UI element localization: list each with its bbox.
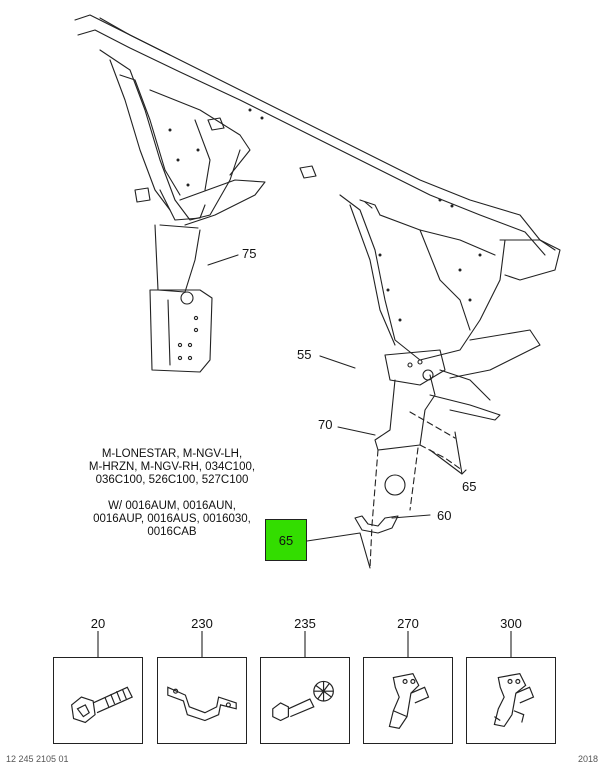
lower-extension-65 xyxy=(369,449,379,569)
thumbnail-part-300[interactable] xyxy=(466,657,556,744)
thumb-label-300: 300 xyxy=(500,616,522,631)
clamp-icon xyxy=(167,686,237,722)
thumb-label-230: 230 xyxy=(191,616,213,631)
note-line: M-HRZN, M-NGV-RH, 034C100, xyxy=(88,461,256,473)
note-line: W/ 0016AUM, 0016AUN, xyxy=(108,500,236,512)
thumbnail-part-235[interactable] xyxy=(260,657,350,744)
footer-drawing-number: 12 245 2105 01 xyxy=(6,754,69,764)
thumbnail-part-20[interactable] xyxy=(53,657,143,744)
callout-75[interactable]: 75 xyxy=(242,246,257,261)
right-mount-55 xyxy=(384,349,446,386)
bracket-icon xyxy=(388,672,430,729)
note-line: M-LONESTAR, M-NGV-LH, xyxy=(101,448,243,460)
thumb-label-235: 235 xyxy=(294,616,316,631)
thumbnail-part-230[interactable] xyxy=(157,657,247,744)
left-leg-75 xyxy=(154,224,201,293)
thumb-label-20: 20 xyxy=(90,616,106,631)
note-line: 0016AUP, 0016AUS, 0016030, xyxy=(93,513,251,525)
bolt-washer-icon xyxy=(272,680,334,722)
callout-60[interactable]: 60 xyxy=(437,508,452,523)
bracket-assembly-icon xyxy=(493,672,535,728)
thumbnail-part-270[interactable] xyxy=(363,657,453,744)
note-line: 0016CAB xyxy=(147,526,197,538)
thumb-label-270: 270 xyxy=(397,616,419,631)
highlighted-callout-65[interactable]: 65 xyxy=(265,519,307,561)
applicability-note: M-LONESTAR, M-NGV-LH, M-HRZN, M-NGV-RH, … xyxy=(62,448,282,539)
frame-arch xyxy=(74,14,556,251)
right-upright xyxy=(339,194,506,361)
footer-year: 2018 xyxy=(578,754,599,764)
bolt-icon xyxy=(70,686,133,724)
clamp-60 xyxy=(354,515,399,534)
note-line: 036C100, 526C100, 527C100 xyxy=(95,474,249,486)
callout-70[interactable]: 70 xyxy=(318,417,333,432)
left-upright xyxy=(99,49,241,221)
callout-65[interactable]: 65 xyxy=(462,479,477,494)
highlighted-callout-label: 65 xyxy=(278,532,294,548)
callout-55[interactable]: 55 xyxy=(297,347,312,362)
